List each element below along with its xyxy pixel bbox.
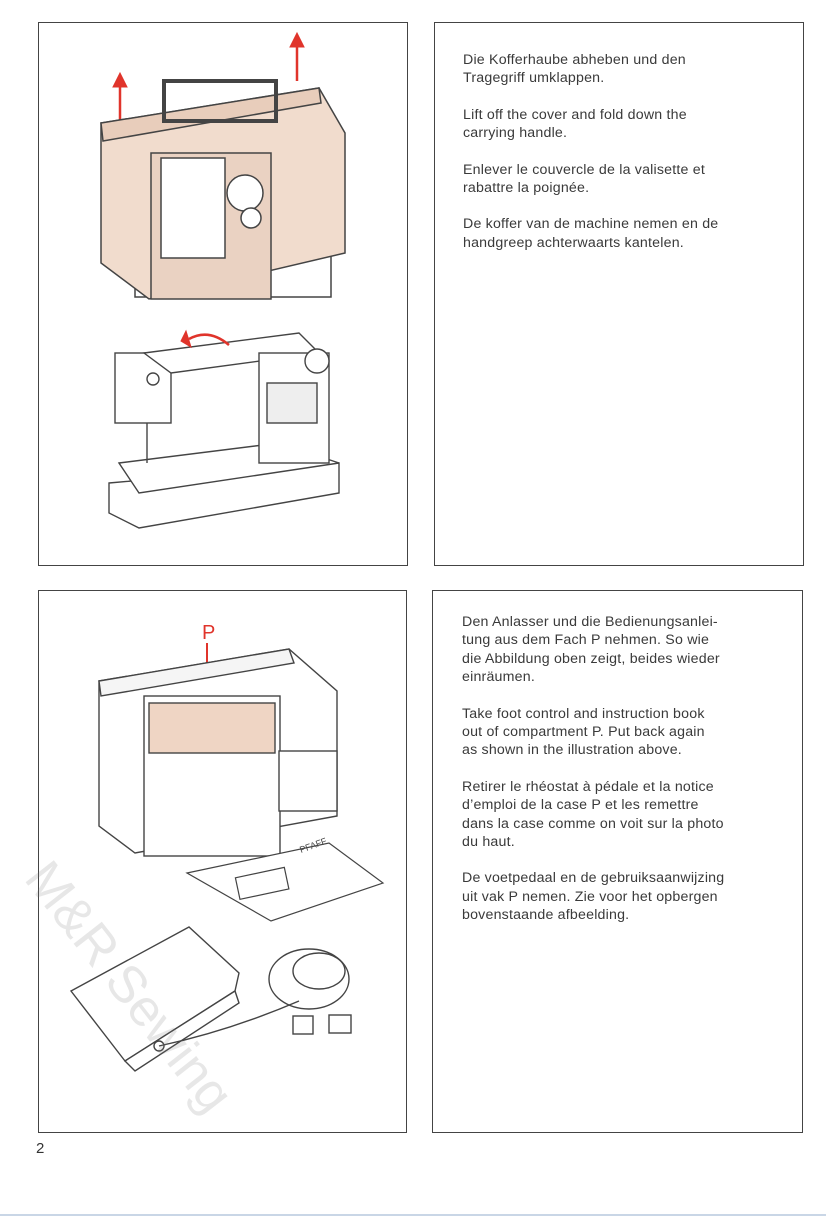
text-line: handgreep achterwaarts kantelen. <box>463 234 684 251</box>
page-bottom-edge <box>0 1214 826 1216</box>
foot-control-pedal <box>69 926 352 1072</box>
text-line: d’emploi de la case P et les remettre <box>462 797 699 814</box>
text-line: rabattre la poignée. <box>463 180 590 197</box>
text-line: die Abbildung oben zeigt, beides wieder <box>462 650 720 667</box>
text-line: einräumen. <box>462 669 535 686</box>
sewing-machine <box>108 332 340 529</box>
paragraph-dutch: De voetpedaal en de gebruiksaanwijzing u… <box>462 869 724 924</box>
label-p: P <box>202 622 215 644</box>
text-panel-cover-removal: Die Kofferhaube abheben und den Tragegri… <box>434 22 804 566</box>
text-line: Tragegriff umklappen. <box>463 70 605 87</box>
text-line: De voetpedaal en de gebruiksaanwijzing <box>462 870 725 887</box>
paragraph-french: Retirer le rhéostat à pédale et la notic… <box>462 778 724 852</box>
illustration-panel-compartment: P PFAFF <box>38 590 407 1133</box>
text-line: out of compartment P. Put back again <box>462 724 705 741</box>
paragraph-german: Den Anlasser und die Bedienungsanlei- tu… <box>462 613 724 687</box>
lift-arrow-icon <box>112 31 305 123</box>
text-line: uit vak P nemen. Zie voor het opbergen <box>462 888 718 905</box>
text-line: carrying handle. <box>463 125 568 142</box>
instructions-compartment: Den Anlasser und die Bedienungsanlei- tu… <box>462 613 724 943</box>
sewing-case-cover <box>100 79 346 300</box>
instructions-cover-removal: Die Kofferhaube abheben und den Tragegri… <box>463 51 718 270</box>
text-line: dans la case comme on voit sur la photo <box>462 815 724 832</box>
fold-handle-arrow-icon <box>180 329 230 349</box>
compartment-illustration: P PFAFF <box>69 622 385 1072</box>
text-line: as shown in the illustration above. <box>462 742 682 759</box>
text-line: Enlever le couvercle de la valisette et <box>463 161 706 178</box>
paragraph-german: Die Kofferhaube abheben und den Tragegri… <box>463 51 718 88</box>
text-line: bovenstaande afbeelding. <box>462 907 630 924</box>
paragraph-french: Enlever le couvercle de la valisette et … <box>463 161 718 198</box>
text-line: Die Kofferhaube abheben und den <box>463 52 686 68</box>
text-line: Retirer le rhéostat à pédale et la notic… <box>462 778 714 795</box>
text-line: Den Anlasser und die Bedienungsanlei- <box>462 614 718 630</box>
text-panel-compartment: Den Anlasser und die Bedienungsanlei- tu… <box>432 590 803 1133</box>
illustration-panel-cover-removal <box>38 22 408 566</box>
paragraph-english: Take foot control and instruction book o… <box>462 705 724 760</box>
paragraph-dutch: De koffer van de machine nemen en de han… <box>463 215 718 252</box>
text-line: Take foot control and instruction book <box>462 705 705 722</box>
text-line: Lift off the cover and fold down the <box>463 106 687 123</box>
page-number: 2 <box>36 1140 45 1157</box>
paragraph-english: Lift off the cover and fold down the car… <box>463 106 718 143</box>
text-line: tung aus dem Fach P nehmen. So wie <box>462 632 710 649</box>
text-line: du haut. <box>462 834 515 851</box>
text-line: De koffer van de machine nemen en de <box>463 216 719 233</box>
sewing-case-open <box>98 648 338 857</box>
cover-removal-illustration <box>100 31 346 529</box>
